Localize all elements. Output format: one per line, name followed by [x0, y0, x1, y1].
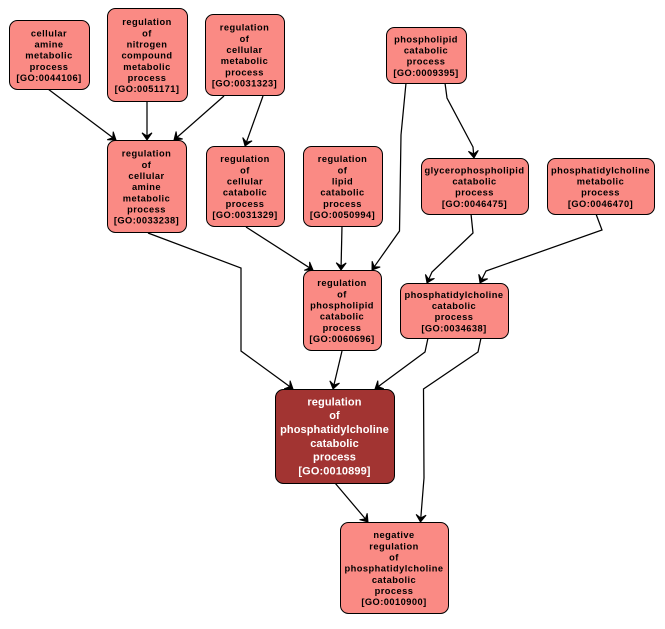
svg-text:phospholipid: phospholipid	[394, 34, 458, 44]
svg-text:[GO:0033238]: [GO:0033238]	[114, 216, 179, 226]
svg-text:process: process	[435, 312, 474, 322]
svg-text:phosphatidylcholine: phosphatidylcholine	[280, 424, 389, 436]
svg-text:regulation: regulation	[318, 154, 367, 164]
svg-text:of: of	[338, 165, 348, 175]
svg-text:process: process	[323, 199, 362, 209]
svg-text:[GO:0010899]: [GO:0010899]	[298, 465, 370, 477]
svg-text:process: process	[375, 586, 414, 596]
svg-text:[GO:0010900]: [GO:0010900]	[361, 597, 426, 607]
svg-text:process: process	[407, 57, 446, 67]
svg-text:phosphatidylcholine: phosphatidylcholine	[405, 290, 504, 300]
svg-text:[GO:0031323]: [GO:0031323]	[212, 79, 277, 89]
svg-text:of: of	[389, 553, 399, 563]
svg-text:phosphatidylcholine: phosphatidylcholine	[551, 165, 650, 175]
svg-text:regulation: regulation	[220, 154, 269, 164]
svg-text:[GO:0046470]: [GO:0046470]	[568, 199, 633, 209]
svg-text:amine: amine	[34, 40, 63, 50]
svg-text:phospholipid: phospholipid	[310, 301, 374, 311]
svg-text:catabolic: catabolic	[404, 46, 448, 56]
svg-text:of: of	[240, 165, 250, 175]
svg-text:process: process	[127, 204, 166, 214]
svg-text:cellular: cellular	[128, 171, 164, 181]
svg-text:[GO:0031329]: [GO:0031329]	[212, 210, 277, 220]
svg-text:metabolic: metabolic	[221, 56, 268, 66]
svg-text:negative: negative	[373, 530, 414, 540]
svg-text:[GO:0009395]: [GO:0009395]	[393, 68, 458, 78]
svg-text:[GO:0044106]: [GO:0044106]	[16, 73, 81, 83]
svg-text:regulation: regulation	[220, 23, 269, 33]
svg-text:process: process	[30, 62, 69, 72]
svg-text:metabolic: metabolic	[123, 62, 170, 72]
svg-text:of: of	[337, 289, 347, 299]
svg-text:catabolic: catabolic	[320, 312, 364, 322]
svg-text:cellular: cellular	[31, 28, 67, 38]
svg-text:process: process	[128, 73, 167, 83]
svg-text:nitrogen: nitrogen	[127, 40, 168, 50]
svg-text:phosphatidylcholine: phosphatidylcholine	[345, 564, 444, 574]
svg-text:process: process	[581, 188, 620, 198]
svg-text:catabolic: catabolic	[432, 301, 476, 311]
svg-text:catabolic: catabolic	[452, 177, 496, 187]
svg-text:cellular: cellular	[227, 177, 263, 187]
svg-text:metabolic: metabolic	[577, 177, 624, 187]
svg-text:catabolic: catabolic	[223, 188, 267, 198]
svg-text:metabolic: metabolic	[25, 51, 72, 61]
svg-text:regulation: regulation	[122, 149, 171, 159]
svg-text:[GO:0060696]: [GO:0060696]	[309, 334, 374, 344]
svg-text:catabolic: catabolic	[310, 438, 359, 450]
svg-text:regulation: regulation	[369, 541, 418, 551]
svg-text:of: of	[240, 34, 250, 44]
svg-text:process: process	[225, 67, 264, 77]
svg-text:glycerophospholipid: glycerophospholipid	[425, 165, 525, 175]
svg-text:compound: compound	[121, 51, 172, 61]
svg-text:amine: amine	[132, 182, 161, 192]
svg-text:catabolic: catabolic	[320, 188, 364, 198]
svg-text:regulation: regulation	[307, 396, 361, 408]
svg-text:regulation: regulation	[317, 278, 366, 288]
svg-text:of: of	[329, 410, 340, 422]
svg-text:lipid: lipid	[332, 177, 353, 187]
svg-text:of: of	[142, 160, 152, 170]
svg-text:process: process	[313, 452, 356, 464]
svg-text:process: process	[226, 199, 265, 209]
svg-text:process: process	[323, 323, 362, 333]
svg-text:catabolic: catabolic	[372, 575, 416, 585]
svg-text:[GO:0051171]: [GO:0051171]	[115, 84, 180, 94]
svg-text:cellular: cellular	[226, 45, 262, 55]
svg-text:[GO:0050994]: [GO:0050994]	[310, 210, 375, 220]
svg-text:process: process	[455, 188, 494, 198]
svg-text:metabolic: metabolic	[123, 193, 170, 203]
svg-text:of: of	[142, 28, 152, 38]
svg-text:[GO:0046475]: [GO:0046475]	[442, 199, 507, 209]
svg-text:regulation: regulation	[122, 17, 171, 27]
svg-text:[GO:0034638]: [GO:0034638]	[421, 323, 486, 333]
